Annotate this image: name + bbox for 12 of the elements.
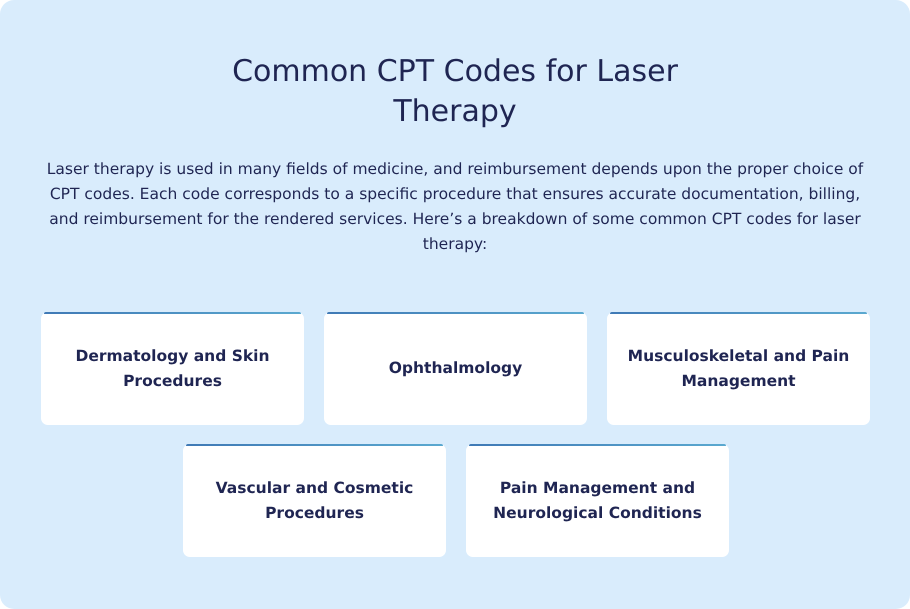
card-heading: Musculoskeletal and Pain Management	[626, 346, 850, 392]
card-heading: Ophthalmology	[388, 358, 522, 379]
category-card	[183, 444, 446, 557]
card-heading: Dermatology and Skin Procedures	[74, 346, 271, 392]
title: Common CPT Codes for Laser Therapy	[231, 53, 679, 131]
card-heading: Pain Management and Neurological Conditions	[492, 478, 703, 524]
category-card	[607, 312, 870, 425]
intro-paragraph: Laser therapy is used in many fields of medicine, and reimbursement depends upon the proper choice of CPT codes. Each code corresponds to a specific procedure that ensures accurate documentation, billing, and reimbursement for the rendered services. Here’s a breakdown of some common CPT codes for laser therapy:	[46, 159, 864, 255]
category-card	[466, 444, 729, 557]
card-heading: Vascular and Cosmetic Procedures	[214, 478, 414, 524]
category-card	[324, 312, 587, 425]
category-card	[41, 312, 304, 425]
